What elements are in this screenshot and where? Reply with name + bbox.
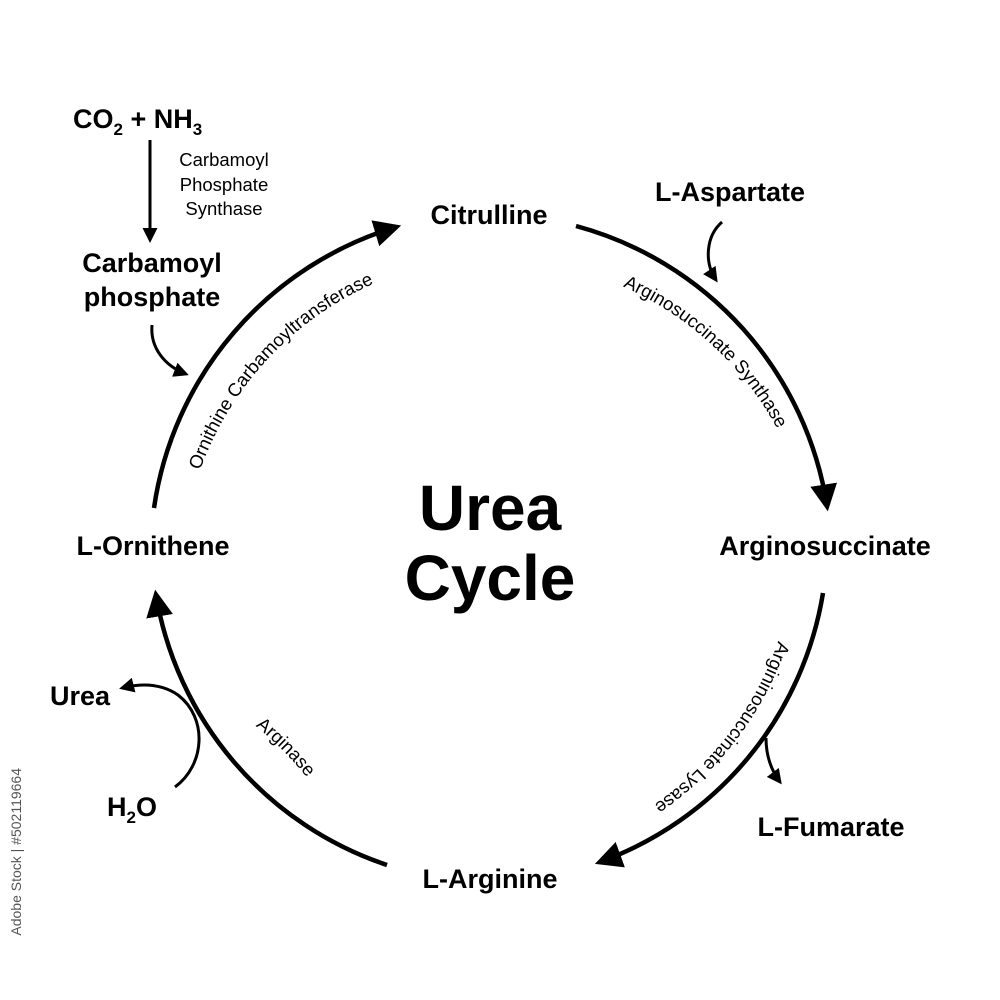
arc-citrulline-to-arginosuccinate (575, 223, 838, 512)
enzyme-arginase-label: Arginase (253, 713, 320, 780)
input-l-aspartate: L-Aspartate (655, 177, 805, 207)
enzyme-cps-line3: Synthase (185, 198, 262, 219)
h2o-h: H (107, 792, 127, 822)
arrow-carbamoyl-phosphate-into-cycle (150, 324, 189, 377)
input-co2-nh3: CO2 + NH3 (73, 104, 202, 139)
input-carbamoyl-phosphate-line1: Carbamoyl (82, 248, 222, 278)
co2-subscript: 2 (114, 120, 123, 139)
stock-watermark-text: Adobe Stock | #502119664 (8, 768, 24, 936)
node-l-arginine: L-Arginine (423, 864, 558, 894)
diagram-title-line2: Cycle (405, 542, 576, 614)
enzyme-asl-label: Argininosuccinate Lysase (651, 639, 794, 818)
arc-ornithene-to-citrulline (151, 220, 402, 509)
enzyme-cps-line1: Carbamoyl (179, 149, 268, 170)
arrow-fumarate-out-of-cycle (764, 737, 782, 785)
enzyme-cps-line2: Phosphate (180, 174, 268, 195)
arc-arginine-to-ornithene (146, 589, 388, 868)
arc-arginosuccinate-to-arginine (594, 592, 826, 868)
diagram-title-line1: Urea (419, 472, 562, 544)
input-h2o: H2O (107, 792, 157, 827)
node-arginosuccinate: Arginosuccinate (719, 531, 931, 561)
co2-main: CO (73, 104, 114, 134)
output-urea: Urea (50, 681, 111, 711)
nh3-subscript: 3 (193, 120, 202, 139)
plus-nh: + NH (123, 104, 193, 134)
arrow-aspartate-into-cycle (703, 220, 724, 283)
input-carbamoyl-phosphate-line2: phosphate (84, 282, 221, 312)
h2o-subscript: 2 (127, 808, 136, 827)
output-l-fumarate: L-Fumarate (757, 812, 904, 842)
node-citrulline: Citrulline (430, 200, 547, 230)
h2o-o: O (136, 792, 157, 822)
arrow-h2o-urea (119, 677, 201, 789)
enzyme-arginase: Arginase (253, 713, 320, 780)
enzyme-argininosuccinate-lysase: Argininosuccinate Lysase (651, 639, 794, 818)
node-l-ornithene: L-Ornithene (77, 531, 230, 561)
